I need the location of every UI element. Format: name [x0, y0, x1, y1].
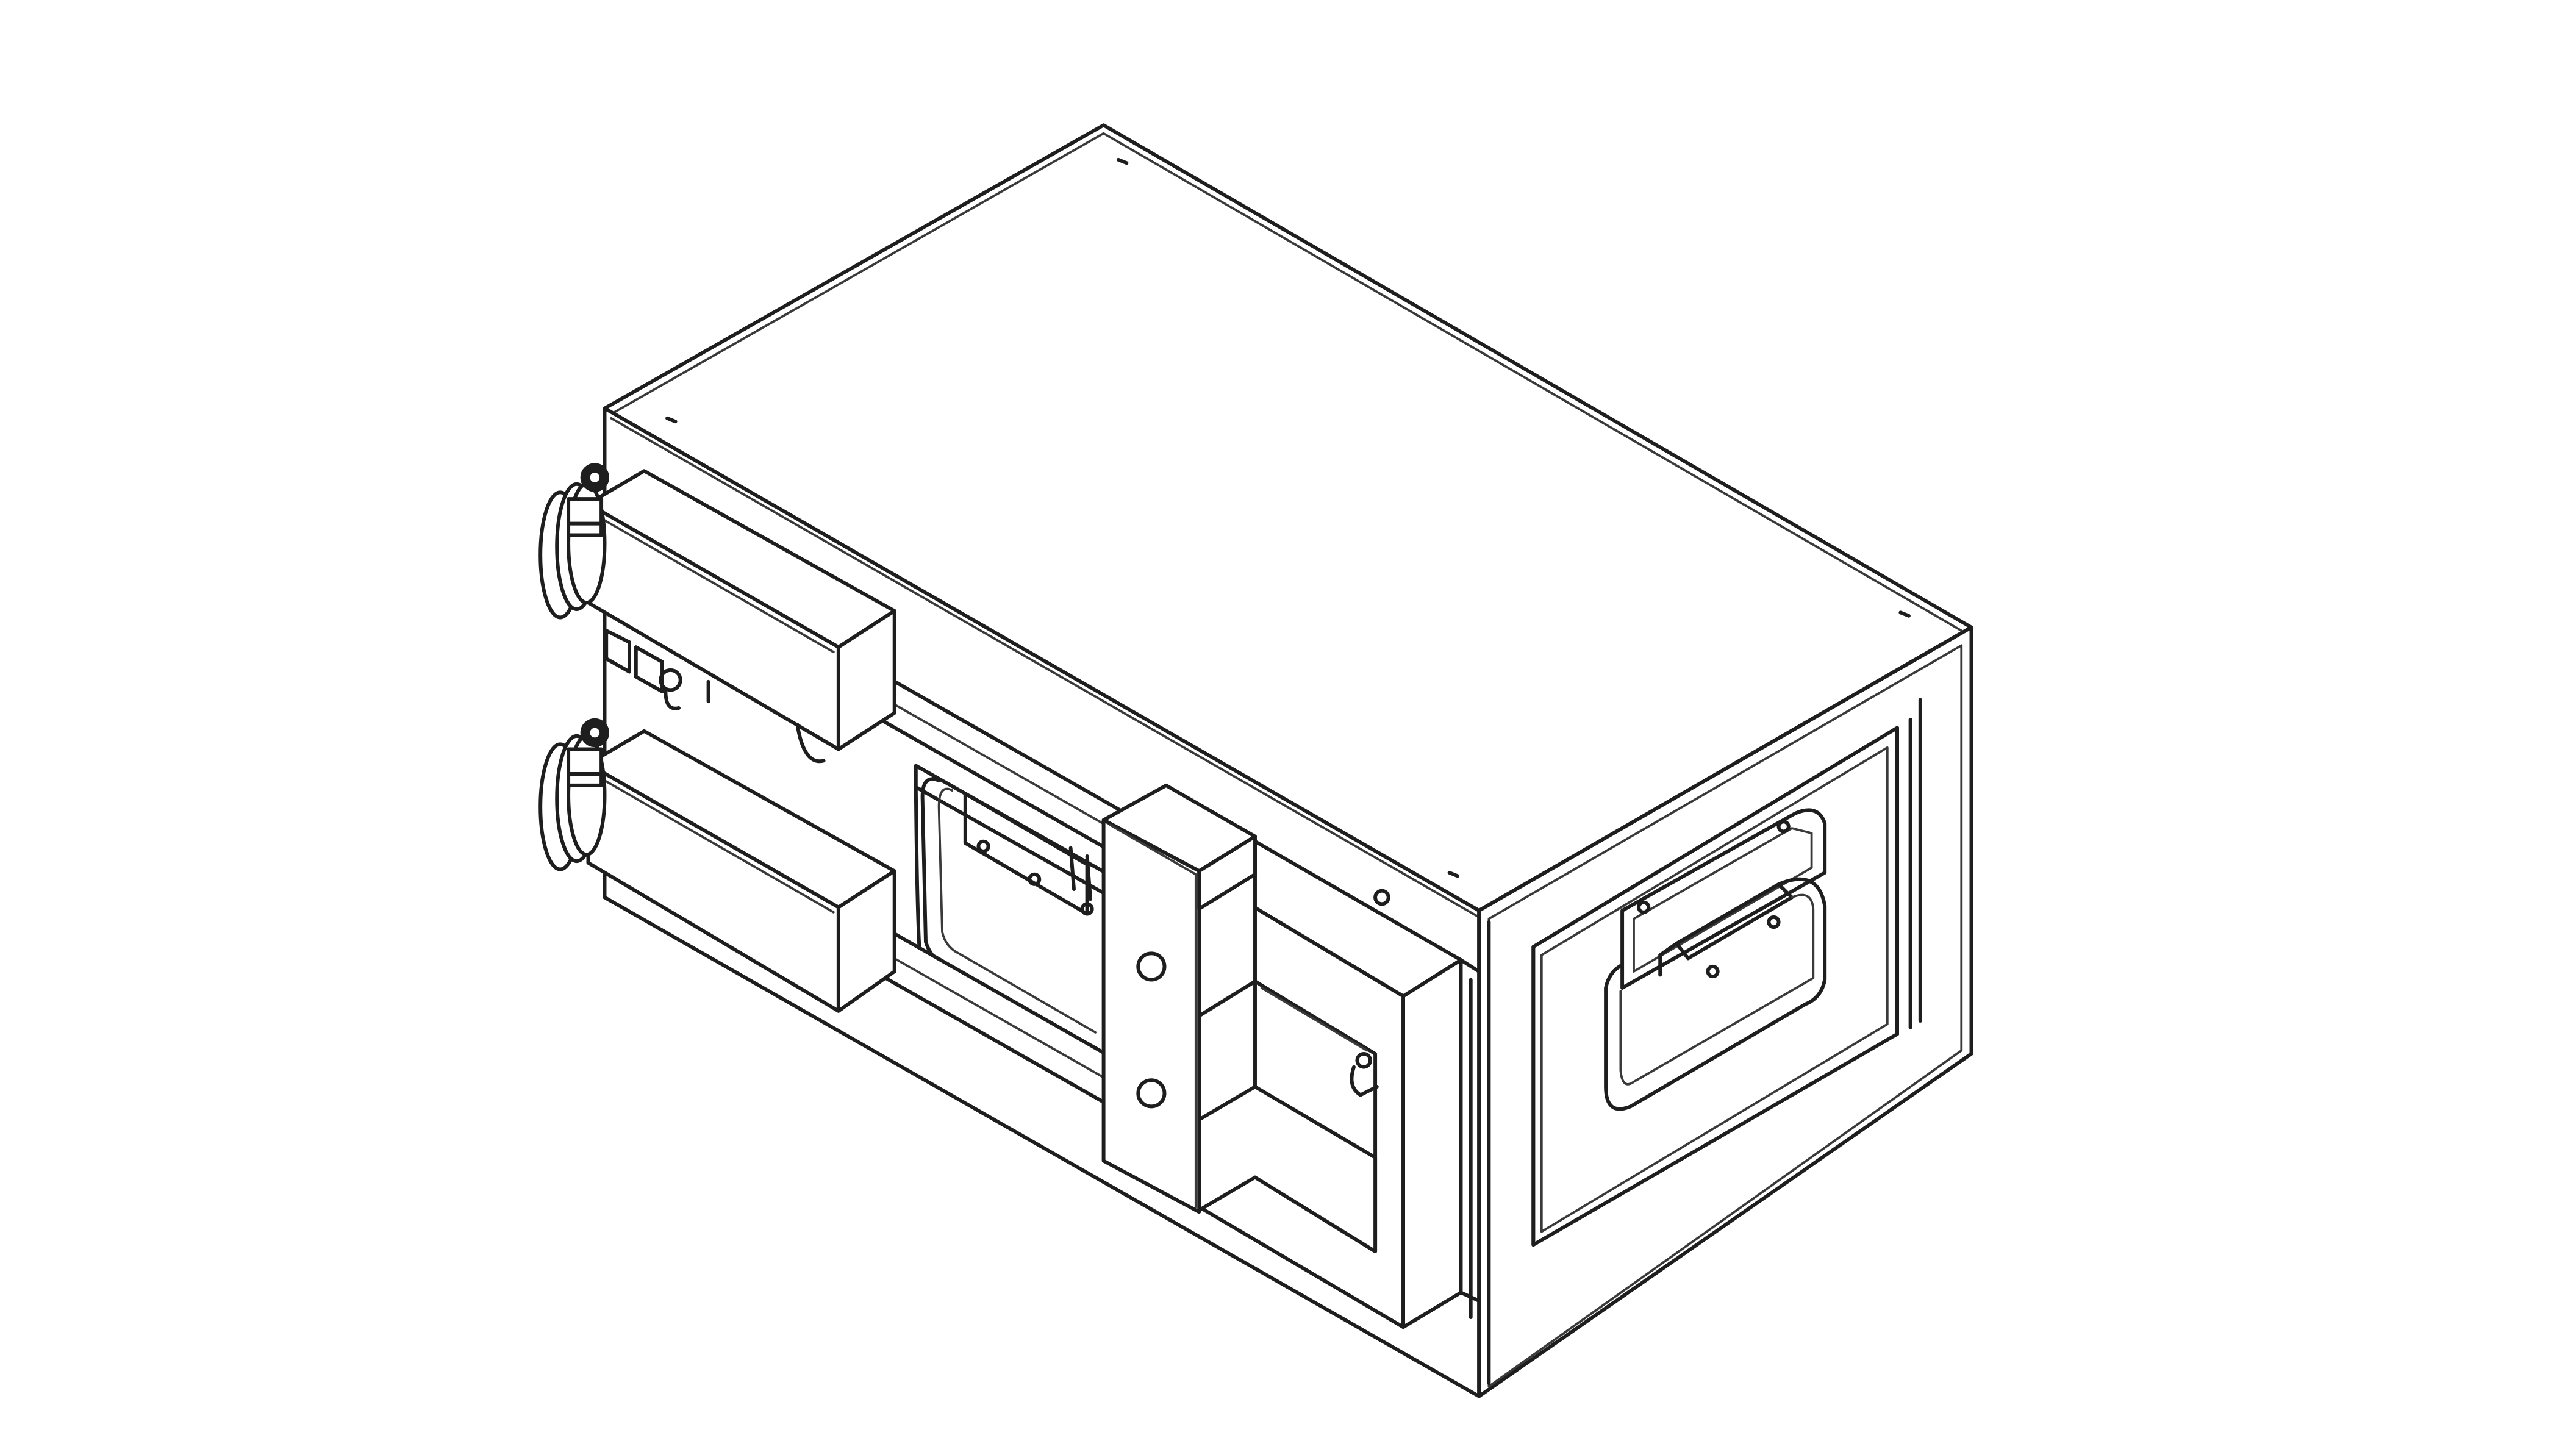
lid-slot-marks: [665, 157, 1911, 878]
side-face-hole: [1373, 889, 1390, 906]
caster-wheel-upper: [538, 463, 609, 620]
caster-wheel-lower: [538, 718, 609, 871]
frame-latch: [1350, 1052, 1379, 1097]
front-carry-handle: [1604, 808, 1827, 1111]
latch-hardware: [604, 629, 710, 710]
clamp-bolt-hole-lower: [1136, 1078, 1167, 1109]
rectangular-frame: [1197, 839, 1463, 1329]
rod-clamp-block: [1101, 783, 1257, 1214]
clamp-bolt-hole-upper: [1136, 951, 1167, 982]
side-carry-handle: [914, 764, 1122, 1069]
